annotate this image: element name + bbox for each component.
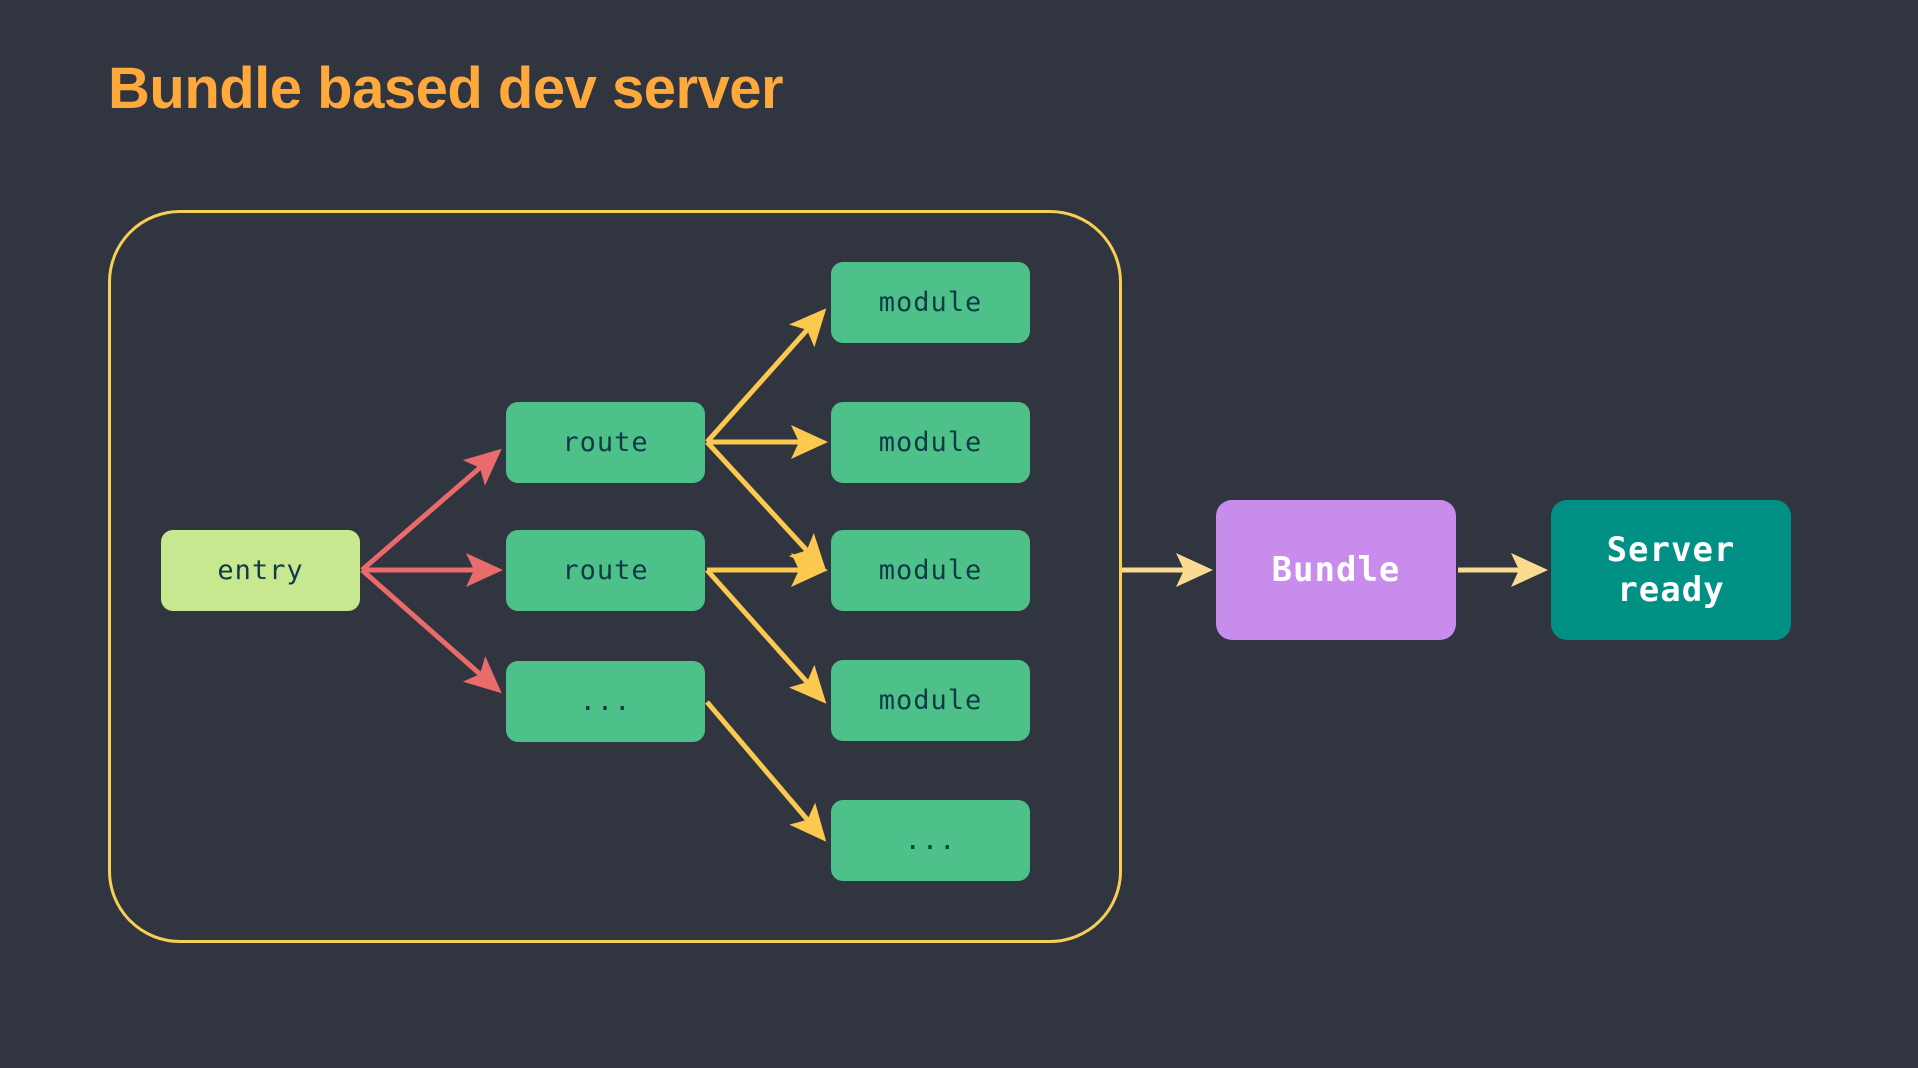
node-module-4[interactable]: module	[831, 660, 1030, 741]
node-module-3[interactable]: module	[831, 530, 1030, 611]
node-server-ready[interactable]: Server ready	[1551, 500, 1791, 640]
node-module-more[interactable]: ...	[831, 800, 1030, 881]
node-module-2[interactable]: module	[831, 402, 1030, 483]
node-bundle[interactable]: Bundle	[1216, 500, 1456, 640]
node-route-2[interactable]: route	[506, 530, 705, 611]
node-route-more[interactable]: ...	[506, 661, 705, 742]
dev-server-group-box	[108, 210, 1122, 943]
node-entry[interactable]: entry	[161, 530, 360, 611]
node-module-1[interactable]: module	[831, 262, 1030, 343]
page-title: Bundle based dev server	[108, 56, 784, 121]
node-route-1[interactable]: route	[506, 402, 705, 483]
